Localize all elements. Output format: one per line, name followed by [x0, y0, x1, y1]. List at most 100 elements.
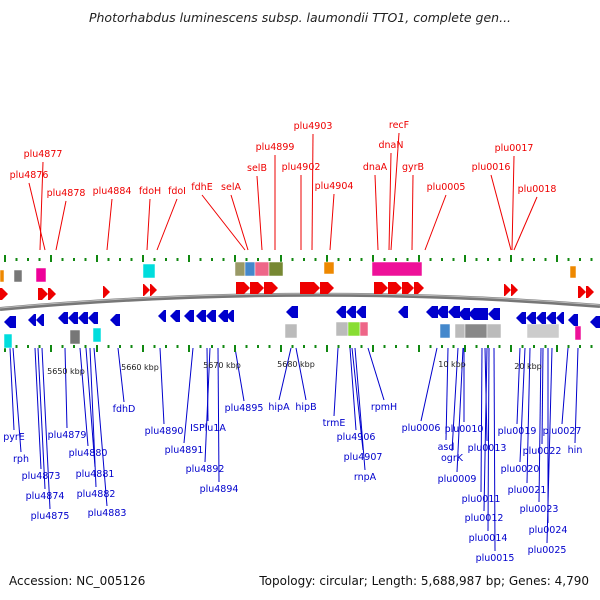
gene-leader-line — [89, 347, 97, 488]
gene-label-bottom: plu0009 — [438, 474, 477, 485]
gene-label-bottom: rnpA — [354, 472, 377, 483]
feature-box — [526, 323, 560, 339]
gene-label-bottom: asd — [438, 442, 455, 453]
scale-tick-bottom — [199, 345, 202, 348]
gene-leader-line — [480, 347, 483, 493]
reverse-gene-arrow — [170, 310, 180, 322]
scale-tick-bottom — [395, 345, 397, 348]
scale-tick-bottom — [475, 345, 478, 348]
forward-gene-arrow — [48, 288, 56, 300]
gene-label-top: gyrB — [402, 162, 424, 173]
gene-label-bottom: plu0006 — [402, 423, 441, 434]
scale-tick-bottom — [84, 345, 87, 348]
reverse-gene-arrow — [196, 310, 206, 322]
scale-tick-bottom — [176, 345, 179, 348]
gene-leader-line — [234, 347, 245, 402]
gene-leader-line — [546, 347, 553, 544]
gene-label-bottom: plu0024 — [529, 525, 568, 536]
gene-leader-line — [374, 174, 379, 251]
scale-tick-top — [556, 255, 558, 262]
gene-leader-line — [526, 347, 531, 484]
gene-leader-line — [511, 155, 515, 251]
gene-label-bottom: plu4890 — [145, 426, 184, 437]
forward-gene-arrow — [143, 284, 150, 296]
scale-label: 20 kbp — [514, 362, 542, 371]
scale-tick-bottom — [429, 345, 432, 348]
scale-tick-bottom — [406, 345, 409, 348]
gene-label-top: plu4899 — [256, 142, 295, 153]
reverse-gene-arrow — [346, 306, 356, 318]
scale-tick-bottom — [27, 345, 29, 348]
reverse-gene-arrow — [398, 306, 408, 318]
gene-label-bottom: plu0010 — [445, 424, 484, 435]
scale-tick-top — [533, 258, 535, 261]
scale-tick-bottom — [257, 345, 259, 348]
scale-tick-bottom — [222, 345, 225, 348]
gene-label-bottom: plu0013 — [468, 443, 507, 454]
scale-tick-top — [291, 258, 294, 261]
gene-label-bottom: hipB — [295, 402, 316, 413]
gene-leader-line — [159, 347, 165, 425]
gene-label-bottom: plu0020 — [501, 464, 540, 475]
feature-box — [439, 323, 451, 339]
feature-box — [335, 321, 349, 337]
gene-leader-line — [9, 347, 15, 431]
feature-box — [486, 323, 502, 339]
scale-label: 10 kbp — [438, 360, 466, 369]
gene-label-top: selA — [221, 182, 241, 193]
gene-label-top: plu0005 — [427, 182, 466, 193]
scale-tick-top — [441, 258, 443, 261]
reverse-gene-arrow — [206, 310, 216, 322]
scale-tick-bottom — [521, 345, 524, 348]
scale-tick-bottom — [61, 345, 64, 348]
gene-label-top: plu4903 — [294, 121, 333, 132]
gene-label-bottom: plu4907 — [344, 452, 383, 463]
scale-tick-top — [119, 258, 121, 261]
reverse-gene-arrow — [336, 306, 346, 318]
scale-tick-bottom — [38, 345, 41, 348]
scale-tick-bottom — [441, 345, 443, 348]
reverse-gene-arrow — [158, 310, 166, 322]
forward-gene-arrow — [236, 282, 250, 294]
forward-gene-arrow — [300, 282, 320, 294]
scale-tick-bottom — [383, 345, 386, 348]
scale-tick-bottom — [337, 345, 340, 348]
scale-tick-bottom — [349, 345, 351, 348]
feature-box — [454, 323, 466, 339]
reverse-gene-arrow — [28, 314, 36, 326]
reverse-gene-arrow — [590, 316, 600, 328]
scale-tick-bottom — [15, 345, 18, 348]
reverse-gene-arrow — [448, 306, 460, 318]
reverse-gene-arrow — [468, 308, 488, 320]
forward-gene-arrow — [320, 282, 334, 294]
scale-tick-top — [544, 258, 547, 261]
scale-tick-top — [15, 258, 18, 261]
gene-leader-line — [206, 347, 209, 422]
scale-tick-top — [96, 255, 98, 262]
scale-tick-bottom — [234, 345, 236, 352]
forward-gene-arrow — [250, 282, 264, 294]
scale-tick-top — [349, 258, 351, 261]
scale-tick-top — [188, 255, 190, 262]
gene-leader-line — [574, 347, 579, 444]
gene-leader-line — [445, 347, 449, 441]
reverse-gene-arrow — [356, 306, 366, 318]
feature-box — [92, 327, 102, 343]
scale-tick-bottom — [326, 345, 328, 352]
scale-tick-top — [257, 258, 259, 261]
gene-label-bottom: plu0011 — [462, 494, 501, 505]
gene-leader-line — [41, 347, 51, 510]
scale-tick-top — [383, 258, 386, 261]
scale-tick-bottom — [130, 345, 133, 348]
gene-label-top: plu4884 — [93, 186, 132, 197]
scale-tick-top — [510, 255, 512, 262]
forward-gene-arrow — [511, 284, 518, 296]
gene-leader-line — [217, 347, 220, 483]
gene-leader-line — [79, 347, 89, 447]
scale-tick-top — [130, 258, 133, 261]
scale-tick-bottom — [418, 345, 420, 352]
gene-label-bottom: trmE — [323, 418, 346, 429]
gene-label-bottom: ogrK — [441, 453, 464, 464]
reverse-gene-arrow — [4, 316, 16, 328]
